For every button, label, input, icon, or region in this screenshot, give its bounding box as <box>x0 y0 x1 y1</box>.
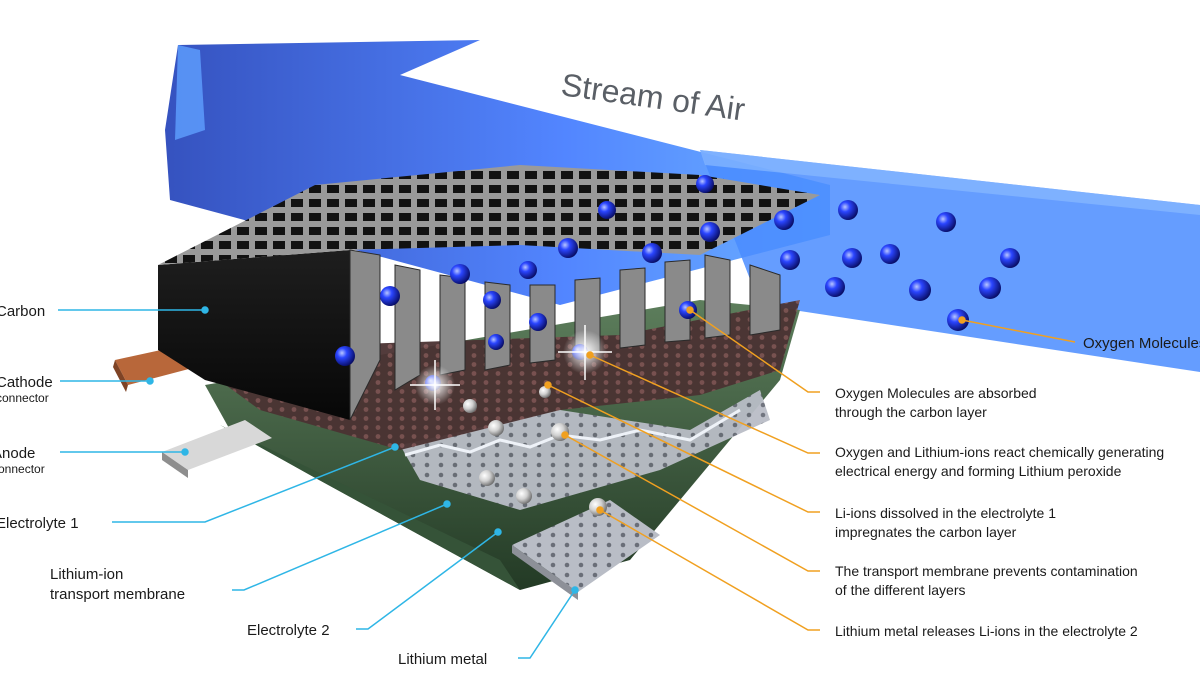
oxygen-molecule <box>842 248 862 268</box>
desc-releases: Lithium metal releases Li-ions in the el… <box>835 623 1138 639</box>
oxygen-molecule <box>450 264 470 284</box>
label-carbon: Carbon <box>0 303 45 320</box>
oxygen-molecule <box>838 200 858 220</box>
oxygen-molecule <box>529 313 547 331</box>
oxygen-molecule <box>642 243 662 263</box>
desc-react-line2: electrical energy and forming Lithium pe… <box>835 463 1122 479</box>
label-cathode-sub: connector <box>0 391 49 405</box>
oxygen-molecule <box>700 222 720 242</box>
oxygen-molecule <box>483 291 501 309</box>
right-leader-lines <box>544 306 1076 631</box>
label-oxygen-molecules: Oxygen Molecules <box>1083 335 1200 352</box>
oxygen-molecule <box>335 346 355 366</box>
oxygen-molecule <box>909 279 931 301</box>
oxygen-molecule <box>598 201 616 219</box>
oxygen-molecule <box>519 261 537 279</box>
desc-transport-line1: The transport membrane prevents contamin… <box>835 563 1138 579</box>
carbon-layer <box>158 165 820 421</box>
desc-dissolved-line2: impregnates the carbon layer <box>835 524 1017 540</box>
oxygen-molecule <box>825 277 845 297</box>
lithium-ion <box>539 386 551 398</box>
lithium-ion <box>488 420 504 436</box>
reaction-sparkles <box>410 325 612 410</box>
desc-react-line1: Oxygen and Lithium-ions react chemically… <box>835 444 1164 460</box>
oxygen-molecule <box>880 244 900 264</box>
oxygen-molecule <box>696 175 714 193</box>
oxygen-molecule <box>774 210 794 230</box>
oxygen-molecule <box>1000 248 1020 268</box>
oxygen-molecule <box>558 238 578 258</box>
desc-absorbed-line1: Oxygen Molecules are absorbed <box>835 385 1037 401</box>
electrolyte-1-layer <box>208 300 800 450</box>
stream-of-air-title: Stream of Air <box>559 66 748 127</box>
label-electrolyte-1: Electrolyte 1 <box>0 515 79 532</box>
oxygen-molecule <box>979 277 1001 299</box>
lithium-ion <box>479 470 495 486</box>
label-membrane-line1: Lithium-ion <box>50 566 123 583</box>
label-membrane-line2: transport membrane <box>50 586 185 603</box>
label-electrolyte-2: Electrolyte 2 <box>247 622 330 639</box>
desc-absorbed-line2: through the carbon layer <box>835 404 987 420</box>
left-leader-lines <box>58 306 579 659</box>
lithium-ion <box>516 488 532 504</box>
oxygen-molecule <box>780 250 800 270</box>
desc-dissolved-line1: Li-ions dissolved in the electrolyte 1 <box>835 505 1056 521</box>
oxygen-molecule <box>936 212 956 232</box>
oxygen-molecule <box>947 309 969 331</box>
oxygen-molecule <box>488 334 504 350</box>
air-channel <box>700 150 1200 372</box>
label-lithium-metal: Lithium metal <box>398 651 487 668</box>
desc-transport-line2: of the different layers <box>835 582 965 598</box>
oxygen-molecule <box>380 286 400 306</box>
lithium-ion <box>463 399 477 413</box>
anode-connector <box>162 420 272 478</box>
label-cathode: Cathode <box>0 374 53 391</box>
label-anode-sub: connector <box>0 462 45 476</box>
label-anode: Anode <box>0 445 35 462</box>
